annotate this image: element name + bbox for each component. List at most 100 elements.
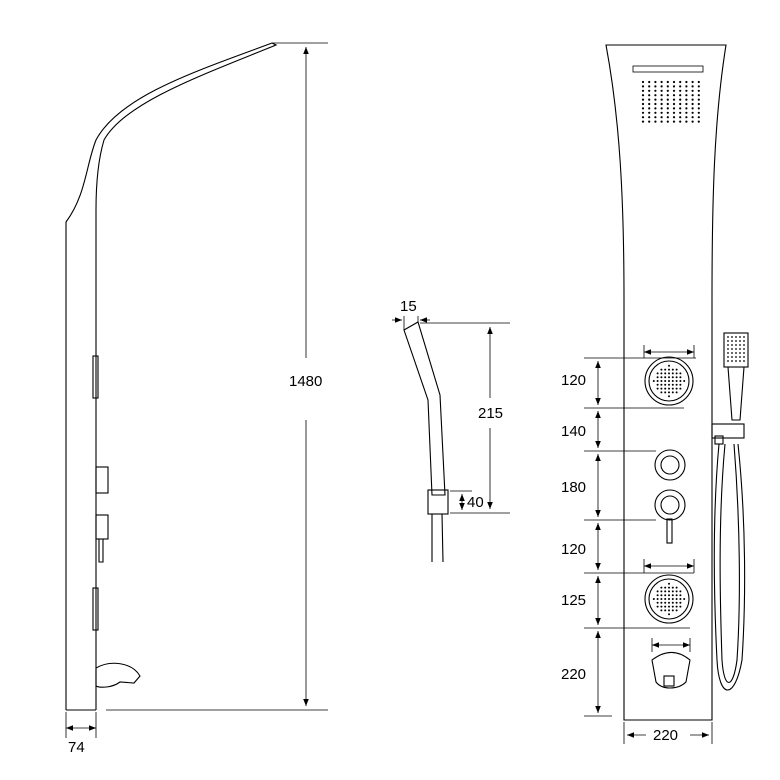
nozzle-dot (660, 391, 663, 394)
nozzle-dot (641, 120, 645, 123)
nozzle-dot (660, 94, 663, 97)
nozzle-dot (668, 598, 670, 600)
nozzle-dot (660, 372, 663, 375)
handshower-holder-label: 40 (467, 494, 484, 511)
nozzle-dot (679, 380, 682, 382)
nozzle-dot (697, 111, 700, 114)
handshower-hose (441, 513, 444, 563)
nozzle-dot (660, 376, 663, 379)
nozzle-dot (679, 116, 682, 119)
dim-label-4: 120 (561, 541, 586, 558)
nozzle-dot (671, 383, 674, 386)
tub-spout (651, 651, 691, 689)
nozzle-dot (679, 85, 682, 88)
dim-label-3: 180 (561, 479, 586, 496)
nozzle-dot (743, 360, 745, 362)
nozzle-dot (664, 605, 667, 608)
nozzle-dot (672, 98, 676, 101)
nozzle-dot (641, 98, 645, 101)
nozzle-dot (668, 395, 670, 398)
nozzle-dot (679, 594, 682, 597)
side-jet-2 (92, 587, 99, 631)
nozzle-dot (731, 344, 733, 346)
nozzle-dot (691, 116, 694, 119)
nozzle-dot (660, 368, 663, 371)
nozzle-dot (660, 380, 663, 382)
nozzle-dot (641, 85, 645, 88)
nozzle-dot (671, 391, 674, 394)
nozzle-dot (739, 356, 741, 358)
nozzle-dot (697, 85, 700, 88)
nozzle-dot (648, 85, 651, 88)
nozzle-dot (679, 383, 682, 386)
nozzle-dot (679, 601, 682, 604)
nozzle-dot (727, 340, 729, 342)
nozzle-dot (660, 598, 663, 600)
body-jet-1 (644, 356, 694, 406)
nozzle-dot (697, 116, 700, 119)
nozzle-dot (679, 372, 682, 375)
nozzle-dot (685, 98, 688, 101)
dim-label-1: 120 (561, 372, 586, 389)
nozzle-dot (654, 107, 657, 110)
nozzle-dot (656, 380, 659, 382)
nozzle-dot (672, 111, 676, 114)
nozzle-dot (679, 590, 682, 593)
nozzle-dot (660, 89, 663, 92)
nozzle-dot (697, 98, 700, 101)
nozzle-dot (671, 372, 674, 375)
nozzle-dot (672, 107, 676, 110)
nozzle-dot (654, 85, 657, 88)
front-handshower (711, 332, 749, 691)
nozzle-dot (685, 80, 688, 84)
nozzle-dot (675, 586, 678, 589)
nozzle-dot (675, 383, 678, 386)
nozzle-dot (727, 352, 729, 354)
nozzle-dot (675, 376, 678, 379)
nozzle-dot (739, 340, 741, 342)
nozzle-dot (660, 107, 663, 110)
nozzle-dot (672, 85, 676, 88)
nozzle-dot (656, 590, 659, 593)
nozzle-dot (648, 102, 651, 106)
nozzle-dot (672, 80, 676, 84)
nozzle-dot (666, 98, 669, 101)
handshower-view: 15 215 40 (392, 298, 510, 563)
nozzle-dot (679, 94, 682, 97)
nozzle-dot (727, 336, 729, 338)
nozzle-dot (654, 120, 657, 123)
nozzle-dot (739, 352, 741, 354)
nozzle-dot (691, 107, 694, 110)
nozzle-dot (656, 383, 659, 386)
nozzle-dot (679, 107, 682, 110)
nozzle-dot (668, 582, 670, 585)
nozzle-dot (660, 111, 663, 114)
nozzle-dot (731, 356, 733, 358)
handshower-head (403, 321, 446, 496)
nozzle-dot (679, 111, 682, 114)
nozzle-dot (735, 348, 737, 350)
nozzle-dot (654, 111, 657, 114)
nozzle-dot (654, 98, 657, 101)
nozzle-dot (666, 85, 669, 88)
nozzle-dot (679, 605, 682, 608)
nozzle-dot (656, 601, 659, 604)
nozzle-dot (666, 116, 669, 119)
nozzle-dot (664, 598, 667, 600)
nozzle-dot (743, 340, 745, 342)
mixer-knob (654, 489, 686, 544)
nozzle-dot (666, 120, 669, 123)
nozzle-dot (675, 605, 678, 608)
nozzle-dot (641, 80, 645, 84)
nozzle-dot (656, 594, 659, 597)
nozzle-dot (685, 116, 688, 119)
nozzle-dot (668, 601, 670, 604)
nozzle-dot (691, 98, 694, 101)
nozzle-dot (727, 356, 729, 358)
nozzle-dot (697, 89, 700, 92)
mixer-lever (666, 518, 673, 544)
nozzle-dot (648, 89, 651, 92)
nozzle-dot (664, 372, 667, 375)
nozzle-dot (743, 336, 745, 338)
